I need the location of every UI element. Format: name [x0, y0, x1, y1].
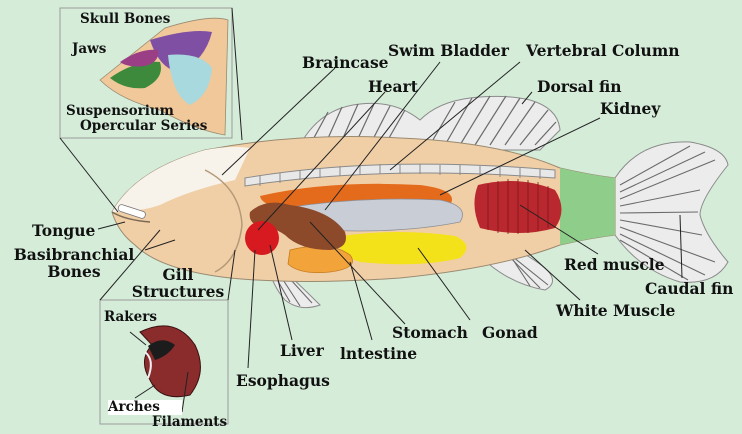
label-liver: Liver	[280, 342, 324, 359]
label-gonad: Gonad	[482, 324, 538, 341]
label-basibranchial-bones: Basibranchial Bones	[4, 246, 144, 280]
gonad	[339, 232, 466, 264]
label-jaws: Jaws	[72, 42, 106, 57]
label-caudal-fin: Caudal fin	[645, 280, 733, 297]
label-basibranchial-line2: Bones	[4, 263, 144, 280]
label-basibranchial-line1: Basibranchial	[4, 246, 144, 263]
label-rakers: Rakers	[104, 310, 157, 325]
label-white-muscle: White Muscle	[556, 302, 675, 319]
label-intestine: lntestine	[340, 345, 417, 362]
label-gill-structures: Gill Structures	[130, 266, 226, 300]
label-opercular-series: Opercular Series	[80, 119, 207, 134]
label-esophagus: Esophagus	[236, 372, 330, 389]
label-vertebral-column: Vertebral Column	[526, 42, 680, 59]
label-gill-line1: Gill	[130, 266, 226, 283]
label-suspensorium: Suspensorium	[66, 104, 174, 119]
label-filaments: Filaments	[152, 415, 227, 430]
label-skull-bones: Skull Bones	[80, 12, 170, 27]
label-red-muscle: Red muscle	[564, 256, 665, 273]
label-stomach: Stomach	[392, 324, 468, 341]
label-kidney: Kidney	[600, 100, 660, 117]
label-gill-line2: Structures	[130, 283, 226, 300]
label-heart: Heart	[368, 78, 418, 95]
label-arches: Arches	[108, 400, 182, 415]
label-tongue: Tongue	[32, 222, 95, 239]
label-swim-bladder: Swim Bladder	[388, 42, 509, 59]
label-dorsal-fin: Dorsal fin	[537, 78, 622, 95]
label-braincase: Braincase	[302, 54, 389, 71]
